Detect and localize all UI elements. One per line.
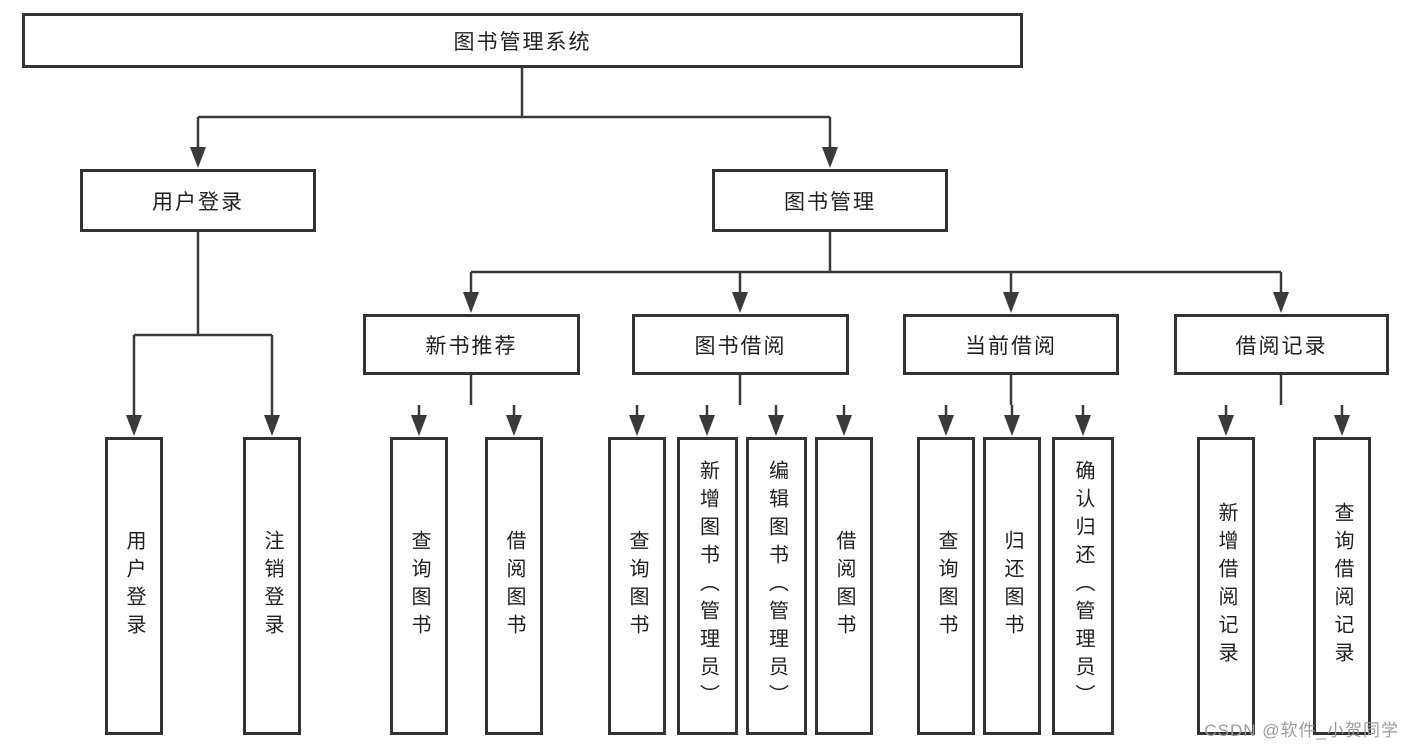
leaf-user-login: 用户登录 [105, 437, 163, 735]
leaf-confirm-return-admin-label: 确认归还（管理员） [1072, 460, 1094, 712]
leaf-user-login-label: 用户登录 [123, 530, 145, 642]
node-root: 图书管理系统 [22, 13, 1023, 68]
node-current-borrow-label: 当前借阅 [965, 334, 1057, 358]
node-book-management: 图书管理 [712, 169, 948, 232]
node-borrow-records-label: 借阅记录 [1235, 334, 1328, 358]
node-new-book-recommend-label: 新书推荐 [425, 334, 518, 358]
leaf-logout: 注销登录 [243, 437, 301, 735]
leaf-query-books-current-label: 查询图书 [935, 530, 957, 642]
node-book-borrow: 图书借阅 [632, 314, 849, 375]
leaf-query-books-recommend-label: 查询图书 [408, 530, 430, 642]
node-new-book-recommend: 新书推荐 [363, 314, 580, 375]
leaf-add-book-admin-label: 新增图书（管理员） [696, 460, 719, 712]
leaf-borrow-books-borrow-label: 借阅图书 [833, 530, 855, 642]
leaf-query-books-borrow: 查询图书 [608, 437, 666, 735]
leaf-borrow-books-borrow: 借阅图书 [815, 437, 873, 735]
leaf-add-book-admin: 新增图书（管理员） [677, 437, 738, 735]
leaf-query-borrow-record: 查询借阅记录 [1313, 437, 1371, 735]
leaf-edit-book-admin-label: 编辑图书（管理员） [765, 460, 788, 712]
leaf-borrow-books-recommend-label: 借阅图书 [503, 530, 525, 642]
csdn-watermark: CSDN @软件_小贺同学 [1204, 721, 1399, 740]
node-root-label: 图书管理系统 [453, 30, 592, 54]
leaf-edit-book-admin: 编辑图书（管理员） [746, 437, 807, 735]
node-user-login: 用户登录 [80, 169, 316, 232]
leaf-confirm-return-admin: 确认归还（管理员） [1052, 437, 1114, 735]
leaf-query-borrow-record-label: 查询借阅记录 [1331, 502, 1353, 670]
leaf-add-borrow-record-label: 新增借阅记录 [1215, 502, 1237, 670]
leaf-return-book: 归还图书 [983, 437, 1041, 735]
node-current-borrow: 当前借阅 [903, 314, 1119, 375]
leaf-borrow-books-recommend: 借阅图书 [485, 437, 543, 735]
leaf-query-books-borrow-label: 查询图书 [626, 530, 648, 642]
leaf-return-book-label: 归还图书 [1001, 530, 1023, 642]
leaf-query-books-recommend: 查询图书 [390, 437, 448, 735]
leaf-logout-label: 注销登录 [261, 530, 283, 642]
node-book-borrow-label: 图书借阅 [694, 334, 787, 358]
node-book-management-label: 图书管理 [784, 190, 876, 214]
node-user-login-label: 用户登录 [152, 190, 244, 214]
leaf-query-books-current: 查询图书 [917, 437, 975, 735]
leaf-add-borrow-record: 新增借阅记录 [1197, 437, 1255, 735]
node-borrow-records: 借阅记录 [1174, 314, 1389, 375]
